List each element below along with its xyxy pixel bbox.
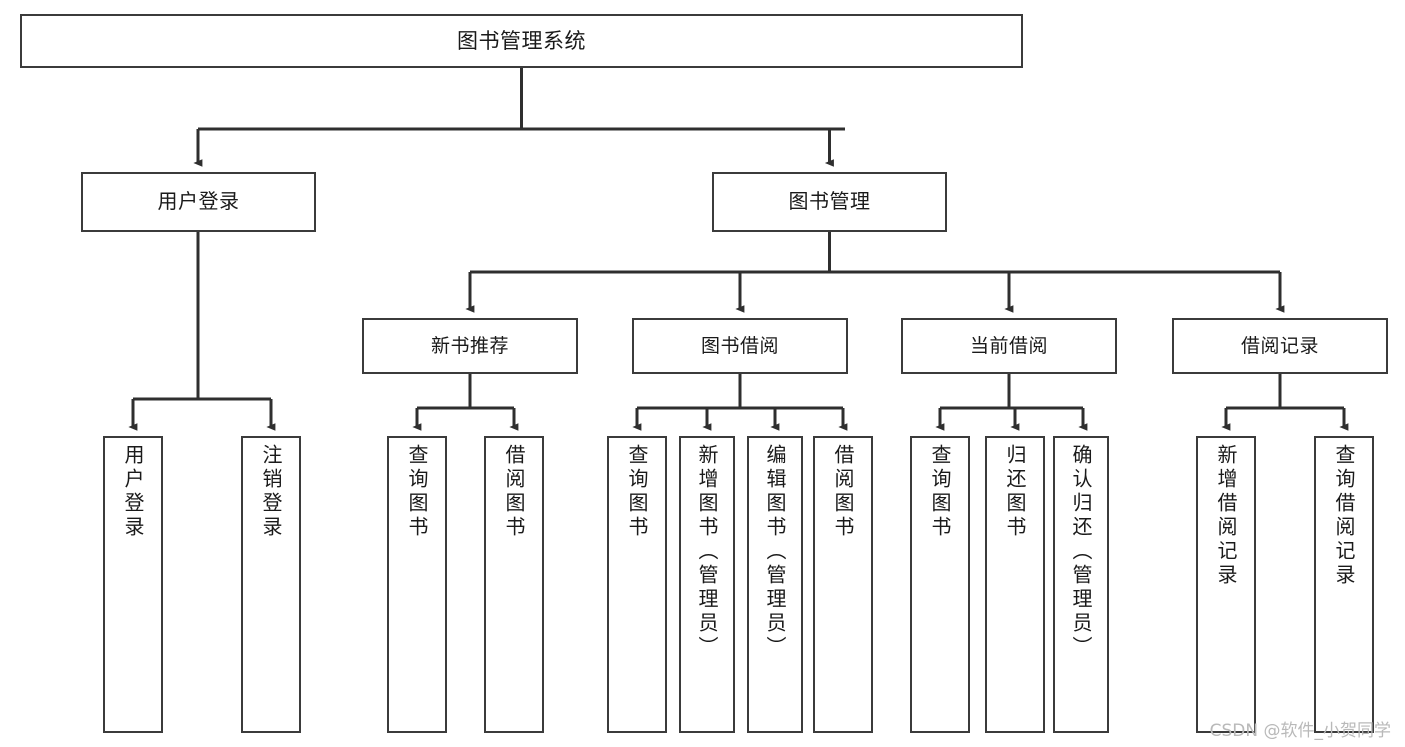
node-label: 新增图书（管理员） xyxy=(695,444,719,660)
node-label: 查询图书 xyxy=(928,444,952,540)
node-new-book-recommend[interactable]: 新书推荐 xyxy=(362,318,578,374)
node-label: 当前借阅 xyxy=(969,334,1048,357)
node-label: 借阅图书 xyxy=(502,444,526,540)
node-label: 编辑图书（管理员） xyxy=(763,444,787,660)
watermark: CSDN @软件_小贺同学 xyxy=(1209,721,1391,741)
leaf-confirm-return-admin[interactable]: 确认归还（管理员） xyxy=(1053,436,1109,733)
node-book-borrow[interactable]: 图书借阅 xyxy=(632,318,848,374)
node-label: 用户登录 xyxy=(157,189,240,214)
leaf-add-borrow-record[interactable]: 新增借阅记录 xyxy=(1196,436,1256,733)
node-label: 查询图书 xyxy=(405,444,429,540)
leaf-borrow-book[interactable]: 借阅图书 xyxy=(813,436,873,733)
node-label: 注销登录 xyxy=(259,444,283,540)
node-label: 查询图书 xyxy=(625,444,649,540)
node-root-system[interactable]: 图书管理系统 xyxy=(20,14,1023,68)
node-label: 用户登录 xyxy=(121,444,145,540)
node-label: 借阅记录 xyxy=(1240,334,1319,357)
node-label: 新书推荐 xyxy=(430,334,509,357)
node-label: 图书借阅 xyxy=(700,334,779,357)
leaf-query-book-recommend[interactable]: 查询图书 xyxy=(387,436,447,733)
node-label: 查询借阅记录 xyxy=(1332,444,1356,588)
leaf-logout[interactable]: 注销登录 xyxy=(241,436,301,733)
leaf-add-book-admin[interactable]: 新增图书（管理员） xyxy=(679,436,735,733)
node-user-login[interactable]: 用户登录 xyxy=(81,172,316,232)
node-current-borrow[interactable]: 当前借阅 xyxy=(901,318,1117,374)
leaf-edit-book-admin[interactable]: 编辑图书（管理员） xyxy=(747,436,803,733)
node-label: 确认归还（管理员） xyxy=(1069,444,1093,660)
node-label: 归还图书 xyxy=(1003,444,1027,540)
node-label: 借阅图书 xyxy=(831,444,855,540)
node-borrow-records[interactable]: 借阅记录 xyxy=(1172,318,1388,374)
leaf-query-borrow-record[interactable]: 查询借阅记录 xyxy=(1314,436,1374,733)
leaf-query-book-borrow[interactable]: 查询图书 xyxy=(607,436,667,733)
leaf-user-login[interactable]: 用户登录 xyxy=(103,436,163,733)
node-label: 新增借阅记录 xyxy=(1214,444,1238,588)
node-label: 图书管理系统 xyxy=(457,28,586,53)
leaf-query-book-current[interactable]: 查询图书 xyxy=(910,436,970,733)
leaf-return-book[interactable]: 归还图书 xyxy=(985,436,1045,733)
node-label: 图书管理 xyxy=(788,189,871,214)
node-book-management[interactable]: 图书管理 xyxy=(712,172,947,232)
leaf-borrow-book-recommend[interactable]: 借阅图书 xyxy=(484,436,544,733)
